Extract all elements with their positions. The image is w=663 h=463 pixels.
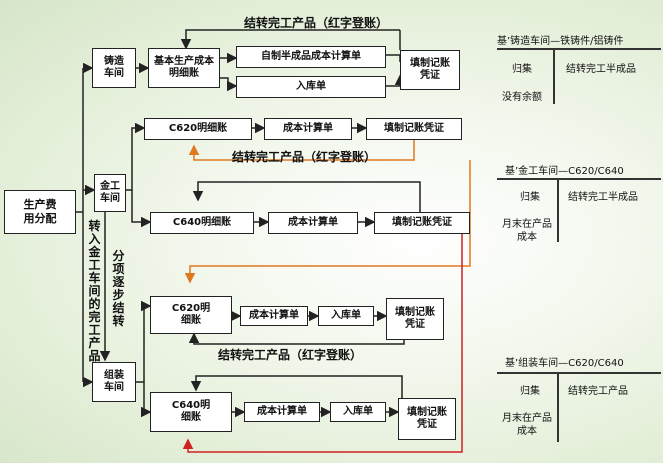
transfer-label-metal: 结转完工产品（红字登账） xyxy=(232,150,377,164)
t-account-debit: 归集 xyxy=(512,64,532,75)
t-account-credit: 结转完工产品 xyxy=(568,386,628,397)
voucher-box-b: 填制记账凭证 xyxy=(374,212,470,234)
t-account-credit: 结转完工半成品 xyxy=(568,192,638,203)
c620-detail-box-2: C620明细账 xyxy=(150,296,232,334)
t-account-debit: 归集 xyxy=(520,386,540,397)
cost-allocation-box: 生产费用分配 xyxy=(4,190,76,234)
t-account-title: 基’金工车间—C620/C640 xyxy=(505,166,624,177)
c640-detail-box-2: C640明细账 xyxy=(150,392,232,432)
t-account-balance: 月末在产品成本 xyxy=(502,413,552,437)
inbound-slip-box-c: 入库单 xyxy=(318,306,374,326)
vertical-label-step-transfer: 分项逐步结转 xyxy=(112,249,125,328)
cost-calc-box-a: 成本计算单 xyxy=(264,118,352,140)
t-account-title: 基’铸造车间—铁铸件/铝铸件 xyxy=(497,36,624,47)
t-account-balance: 月末在产品成本 xyxy=(502,219,552,243)
voucher-box-1: 填制记账凭证 xyxy=(400,50,460,90)
cost-calc-box-d: 成本计算单 xyxy=(244,402,320,422)
assembly-workshop-box: 组装车间 xyxy=(92,362,136,402)
cost-calc-box-c: 成本计算单 xyxy=(240,306,308,326)
t-account-title: 基’组装车间—C620/C640 xyxy=(505,358,624,369)
t-account-balance: 没有余额 xyxy=(502,92,542,103)
voucher-box-a: 填制记账凭证 xyxy=(366,118,462,140)
semi-product-calc-box: 自制半成品成本计算单 xyxy=(236,46,386,68)
c620-detail-box-1: C620明细账 xyxy=(144,118,252,140)
cost-calc-box-b: 成本计算单 xyxy=(268,212,358,234)
c640-detail-box-1: C640明细账 xyxy=(150,212,254,234)
voucher-box-c: 填制记账凭证 xyxy=(386,298,444,340)
casting-workshop-box: 铸造车间 xyxy=(92,48,136,88)
transfer-label-assembly: 结转完工产品（红字登账） xyxy=(218,348,363,362)
inbound-slip-box-1: 入库单 xyxy=(236,76,386,98)
voucher-box-d: 填制记账凭证 xyxy=(398,398,456,440)
basic-production-detail-box: 基本生产成本明细账 xyxy=(148,48,220,88)
t-account-debit: 归集 xyxy=(520,192,540,203)
vertical-label-transfer-to-metal: 转入金工车间的完工产品 xyxy=(88,219,101,363)
transfer-label-casting: 结转完工产品（红字登账） xyxy=(244,16,389,30)
inbound-slip-box-d: 入库单 xyxy=(330,402,386,422)
t-account-credit: 结转完工半成品 xyxy=(566,64,636,75)
metal-workshop-box: 金工车间 xyxy=(94,174,126,212)
